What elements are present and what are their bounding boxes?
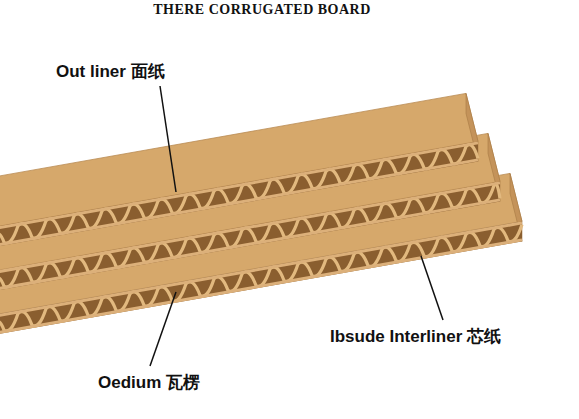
leader-line bbox=[421, 256, 443, 320]
diagram-title: THERE CORRUGATED BOARD bbox=[153, 2, 371, 18]
medium-flute bbox=[0, 145, 478, 245]
part-label: Oedium 瓦楞 bbox=[98, 371, 200, 394]
leader-line bbox=[150, 292, 176, 366]
leader-line bbox=[160, 86, 176, 192]
board-front bbox=[0, 141, 478, 247]
liner-edge bbox=[0, 143, 478, 229]
board-stack bbox=[0, 93, 522, 335]
liner-edge bbox=[0, 160, 478, 246]
part-label: Out liner 面纸 bbox=[56, 60, 165, 83]
part-label: Ibsude Interliner 芯纸 bbox=[330, 325, 501, 348]
